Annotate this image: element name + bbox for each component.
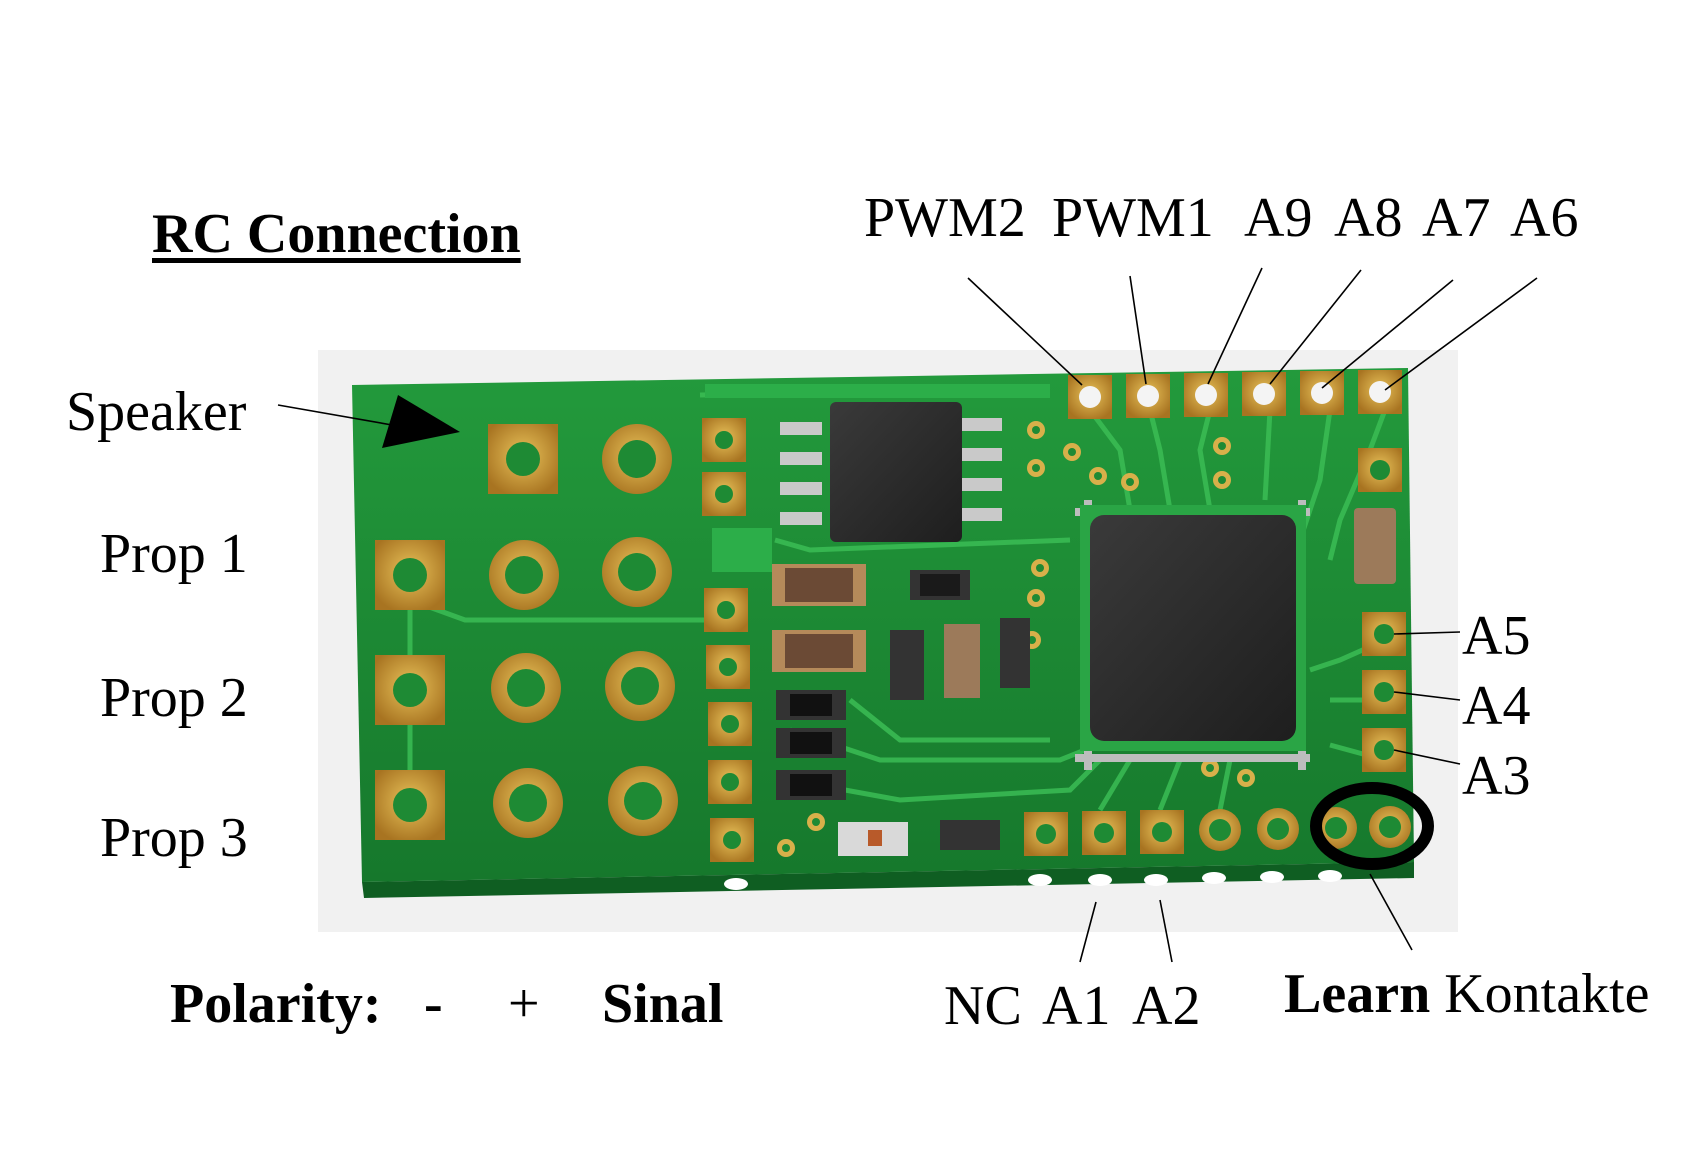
copper-strip: [705, 384, 1050, 398]
leader-lines: [277, 267, 1538, 963]
pin-label-a1: A1: [1042, 975, 1111, 1037]
polarity-signal: Sinal: [602, 973, 724, 1035]
polarity-label: Polarity:: [170, 973, 382, 1035]
via-holes: [782, 426, 1250, 852]
prop1-label: Prop 1: [100, 523, 248, 585]
top-pads: [1068, 370, 1402, 492]
left-small-pads: [702, 418, 754, 862]
right-pads: [1362, 612, 1406, 772]
learn-bold: Learn: [1284, 963, 1431, 1025]
soic8-chip: [780, 402, 1002, 542]
learn-contacts-label: Learn Kontakte: [1284, 966, 1650, 1022]
pin-label-a5: A5: [1462, 605, 1531, 667]
polarity-plus: +: [508, 973, 540, 1035]
speaker-label: Speaker: [66, 381, 247, 443]
pin-label-a2: A2: [1132, 975, 1201, 1037]
learn-rest: Kontakte: [1444, 963, 1650, 1025]
pin-label-a6: A6: [1510, 187, 1579, 249]
pin-label-a3: A3: [1462, 745, 1531, 807]
rc-connector-pads: [375, 424, 678, 840]
pin-label-pwm1: PWM1: [1052, 187, 1214, 249]
speaker-arrow: [382, 395, 460, 448]
pcb-board: [352, 368, 1414, 898]
prop2-label: Prop 2: [100, 667, 248, 729]
pin-label-a9: A9: [1244, 187, 1313, 249]
qfp-microcontroller: [1075, 500, 1310, 770]
prop3-label: Prop 3: [100, 807, 248, 869]
pin-label-a4: A4: [1462, 675, 1531, 737]
polarity-minus: -: [424, 973, 443, 1035]
learn-contact-ring: [1310, 782, 1434, 870]
pin-label-a8: A8: [1334, 187, 1403, 249]
pin-label-a7: A7: [1422, 187, 1491, 249]
smd-components: [772, 508, 1396, 856]
bottom-pin-holes: [724, 870, 1342, 890]
copper-pad-block: [712, 528, 772, 572]
pin-label-pwm2: PWM2: [864, 187, 1026, 249]
page-title: RC Connection: [152, 203, 521, 265]
pin-label-nc: NC: [944, 975, 1022, 1037]
